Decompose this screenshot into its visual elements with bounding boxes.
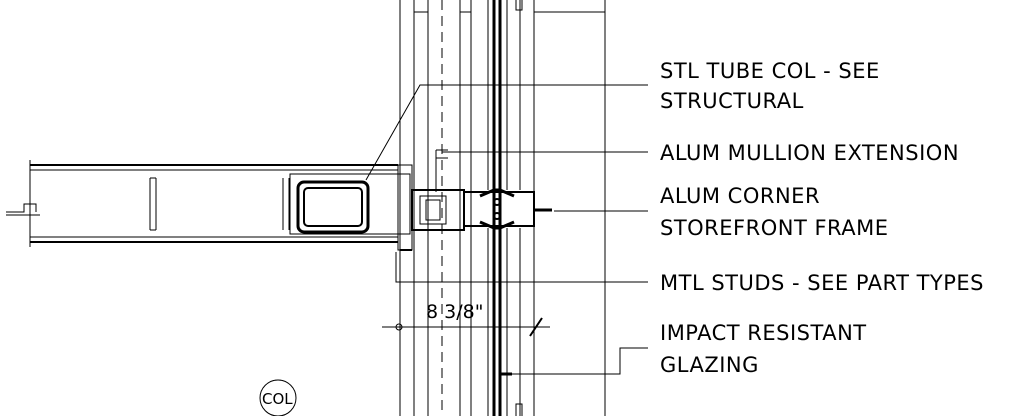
callout-mullion-extension: ALUM MULLION EXTENSION bbox=[660, 141, 959, 165]
callout-corner-frame-2: STOREFRONT FRAME bbox=[660, 216, 889, 240]
mullion-assembly bbox=[411, 149, 552, 231]
callout-mtl-studs: MTL STUDS - SEE PART TYPES bbox=[660, 271, 984, 295]
callout-tube-col-2: STRUCTURAL bbox=[660, 89, 804, 113]
callout-labels: STL TUBE COL - SEE STRUCTURAL ALUM MULLI… bbox=[660, 59, 984, 377]
dimension-line: 8 3/8" bbox=[382, 301, 550, 337]
dimension-value: 8 3/8" bbox=[426, 301, 483, 323]
callout-glazing-1: IMPACT RESISTANT bbox=[660, 321, 867, 345]
wall-assembly bbox=[399, 0, 606, 416]
steel-tube-column bbox=[289, 164, 413, 251]
leader-lines bbox=[365, 84, 648, 376]
callout-glazing-2: GLAZING bbox=[660, 353, 759, 377]
horizontal-wall-section bbox=[6, 160, 398, 247]
callout-tube-col-1: STL TUBE COL - SEE bbox=[660, 59, 880, 83]
column-tag-label: COL bbox=[262, 390, 293, 408]
column-tag: COL bbox=[259, 379, 297, 416]
callout-corner-frame-1: ALUM CORNER bbox=[660, 184, 820, 208]
